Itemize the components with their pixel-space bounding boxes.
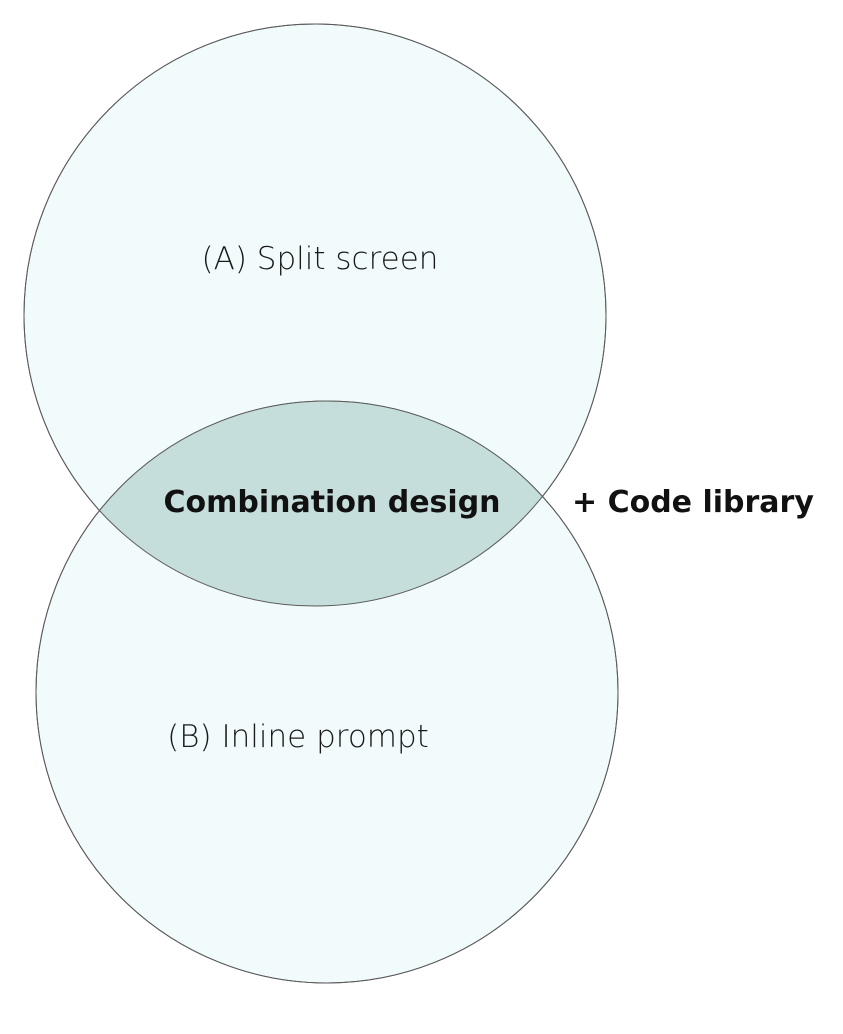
circle-b-outline — [35, 400, 619, 984]
side-note-label: + Code library — [572, 485, 814, 520]
circle-a-outline — [23, 23, 607, 607]
set-b-label: (B) Inline prompt — [167, 719, 429, 755]
set-a-label: (A) Split screen — [202, 241, 439, 277]
intersection-region — [36, 401, 606, 606]
intersection-label: Combination design — [163, 485, 500, 520]
